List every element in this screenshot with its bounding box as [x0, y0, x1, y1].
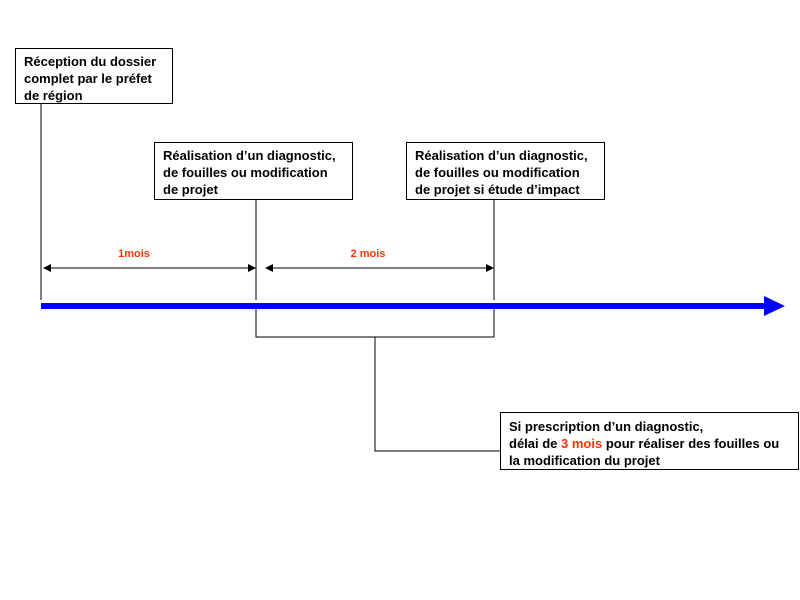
- box-realisation-diagnostic: Réalisation d’un diagnostic, de fouilles…: [154, 142, 353, 200]
- box-prescription-diagnostic: Si prescription d’un diagnostic, délai d…: [500, 412, 799, 470]
- box-diagnostic-impact-line-3: de projet si étude d’impact: [415, 182, 580, 197]
- box-prescription-line-2-after: pour réaliser des fouilles ou: [602, 436, 780, 451]
- box-diagnostic-impact-line-2: de fouilles ou modification: [415, 165, 580, 180]
- box-realisation-diagnostic-impact: Réalisation d’un diagnostic, de fouilles…: [406, 142, 605, 200]
- box-reception-line-1: Réception du dossier: [24, 54, 157, 69]
- timeline-arrow-head: [764, 296, 785, 316]
- box-prescription-line-2: délai de 3 mois pour réaliser des fouill…: [509, 435, 798, 452]
- box-diagnostic-line-1: Réalisation d’un diagnostic,: [163, 148, 336, 163]
- connector-prescription: [374, 337, 500, 452]
- box-reception-line-3: de région: [24, 88, 83, 103]
- box-prescription-line-1: Si prescription d’un diagnostic,: [509, 419, 704, 434]
- box-reception-line-2: complet par le préfet: [24, 71, 152, 86]
- box-diagnostic-impact-line-1: Réalisation d’un diagnostic,: [415, 148, 588, 163]
- box-diagnostic-line-3: de projet: [163, 182, 218, 197]
- highlight-3-mois: 3 mois: [561, 436, 603, 451]
- bracket-3mois: [255, 309, 495, 338]
- box-prescription-line-2-before: délai de: [509, 436, 562, 451]
- box-prescription-line-3: la modification du projet: [509, 453, 660, 468]
- box-diagnostic-line-2: de fouilles ou modification: [163, 165, 328, 180]
- duration-label-1mois: 1mois: [118, 248, 150, 260]
- duration-label-2mois: 2 mois: [350, 248, 386, 260]
- box-reception-dossier: Réception du dossier complet par le préf…: [15, 48, 173, 104]
